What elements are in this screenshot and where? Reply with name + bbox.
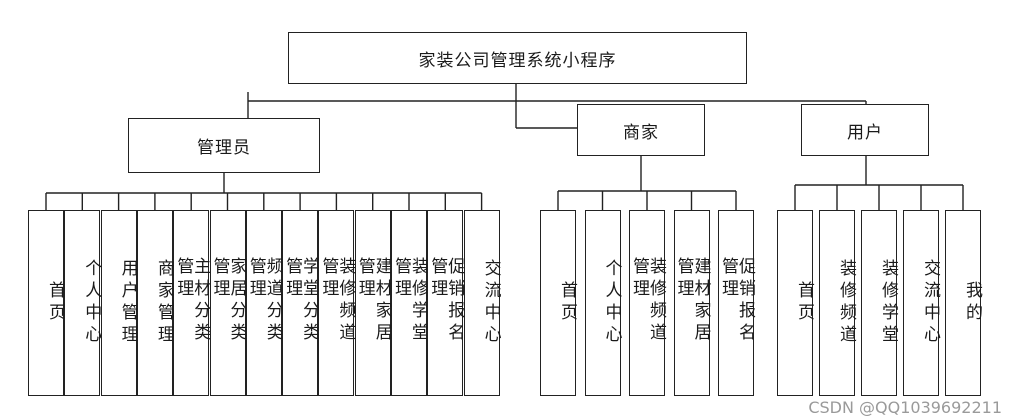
leaf-merchant-0: 首页 <box>540 210 577 396</box>
leaf-label: 交流中心 <box>480 259 501 347</box>
leaf-label: 家居分类管理 <box>209 257 247 345</box>
leaf-label: 个人中心 <box>81 259 102 347</box>
leaf-label: 装修学堂管理 <box>391 257 428 345</box>
root-label: 家装公司管理系统小程序 <box>418 50 617 71</box>
leaf-admin-6: 频道分类管理 <box>245 210 283 396</box>
leaf-label: 首页 <box>45 281 65 325</box>
leaf-admin-3: 商家管理 <box>136 210 174 396</box>
leaf-user-4: 我的 <box>945 210 982 396</box>
leaf-label: 促销报名管理 <box>427 257 465 345</box>
role-label-admin: 管理员 <box>197 138 251 158</box>
role-node-admin: 管理员 <box>128 118 320 173</box>
leaf-admin-2: 用户管理 <box>100 210 138 396</box>
leaf-merchant-2: 装修频道管理 <box>629 210 666 396</box>
leaf-admin-0: 首页 <box>28 210 65 396</box>
leaf-label: 我的 <box>962 281 982 325</box>
leaf-admin-9: 建材家居管理 <box>354 210 392 396</box>
leaf-admin-7: 学堂分类管理 <box>282 210 320 396</box>
leaf-label: 装修频道管理 <box>629 257 666 345</box>
leaf-label: 用户管理 <box>117 259 138 347</box>
root-node: 家装公司管理系统小程序 <box>288 32 747 84</box>
role-node-user: 用户 <box>801 104 929 156</box>
leaf-label: 首页 <box>557 281 577 325</box>
leaf-label: 首页 <box>794 281 814 325</box>
role-label-user: 用户 <box>847 122 883 143</box>
leaf-label: 建材家居管理 <box>354 257 392 345</box>
leaf-admin-5: 家居分类管理 <box>209 210 247 396</box>
leaf-merchant-4: 促销报名管理 <box>718 210 755 396</box>
leaf-label: 装修频道 <box>836 259 856 347</box>
leaf-label: 建材家居管理 <box>673 257 711 345</box>
leaf-label: 频道分类管理 <box>245 257 283 345</box>
leaf-user-3: 交流中心 <box>903 210 940 396</box>
leaf-label: 主材分类管理 <box>173 257 211 345</box>
leaf-user-0: 首页 <box>777 210 814 396</box>
leaf-label: 商家管理 <box>153 259 174 347</box>
leaf-label: 装修学堂 <box>878 259 898 347</box>
leaf-admin-1: 个人中心 <box>64 210 102 396</box>
leaf-admin-10: 装修学堂管理 <box>391 210 428 396</box>
role-label-merchant: 商家 <box>623 122 659 143</box>
leaf-admin-11: 促销报名管理 <box>427 210 465 396</box>
leaf-merchant-3: 建材家居管理 <box>673 210 711 396</box>
leaf-label: 促销报名管理 <box>718 257 755 345</box>
leaf-user-2: 装修学堂 <box>861 210 898 396</box>
leaf-label: 个人中心 <box>601 259 622 347</box>
leaf-label: 学堂分类管理 <box>282 257 320 345</box>
leaf-admin-12: 交流中心 <box>463 210 501 396</box>
watermark: CSDN @QQ1039692211 <box>808 398 1002 417</box>
leaf-label: 装修频道管理 <box>318 257 356 345</box>
leaf-merchant-1: 个人中心 <box>584 210 622 396</box>
role-node-merchant: 商家 <box>577 104 705 156</box>
leaf-admin-8: 装修频道管理 <box>318 210 356 396</box>
leaf-admin-4: 主材分类管理 <box>173 210 211 396</box>
leaf-user-1: 装修频道 <box>819 210 856 396</box>
leaf-label: 交流中心 <box>920 259 940 347</box>
